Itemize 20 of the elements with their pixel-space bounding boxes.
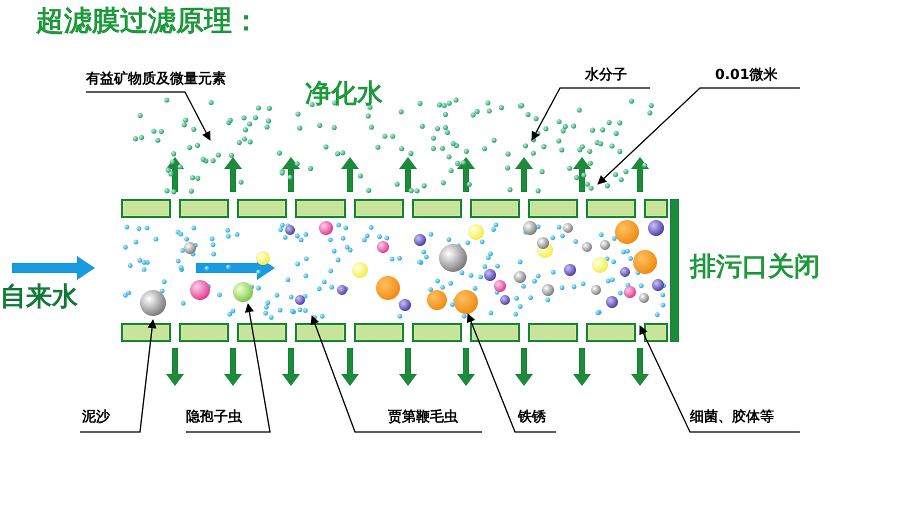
inlet-label: 自来水	[0, 283, 78, 312]
leader-line	[186, 303, 271, 433]
leader-line	[80, 319, 157, 433]
callout-label: 铁锈	[518, 410, 546, 426]
leader-line	[597, 87, 800, 185]
callout-label: 泥沙	[82, 410, 110, 426]
callout-label: 有益矿物质及微量元素	[86, 72, 226, 88]
outlet-label: 排污口关闭	[690, 253, 820, 282]
callout-label: 水分子	[585, 68, 627, 84]
callout-label: 0.01微米	[715, 68, 778, 84]
leader-line	[86, 91, 211, 141]
callout-label: 隐孢子虫	[186, 410, 242, 426]
callout-label: 贾第鞭毛虫	[388, 410, 458, 426]
leader-line	[466, 313, 556, 433]
diagram-title: 超滤膜过滤原理：	[36, 6, 260, 37]
callout-label: 细菌、胶体等	[690, 410, 774, 426]
leader-line	[310, 315, 482, 433]
leader-line	[639, 325, 800, 433]
leader-line	[531, 87, 650, 141]
section-label: 净化水	[305, 80, 383, 109]
